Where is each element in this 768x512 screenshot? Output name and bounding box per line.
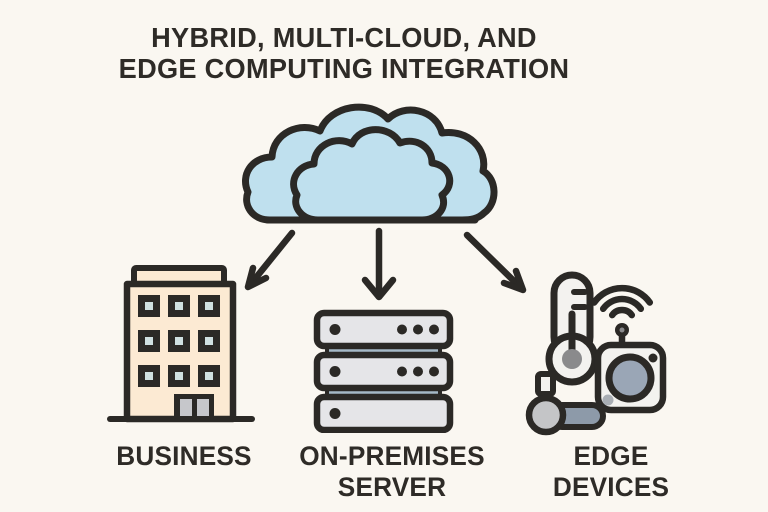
server-indicator-dots (329, 324, 439, 419)
title-line-1: HYBRID, MULTI-CLOUD, AND (151, 22, 537, 53)
cloud-front-shape (290, 126, 454, 224)
cloud-icon (242, 103, 498, 224)
server-unit-2 (313, 351, 454, 392)
building-door (174, 394, 214, 419)
wifi-signal-icon (590, 284, 654, 319)
camera-lens (605, 353, 655, 403)
knob-sensor-icon (525, 371, 606, 436)
camera-sensor-icon (594, 323, 667, 414)
title-line-2: EDGE COMPUTING INTEGRATION (118, 53, 570, 84)
label-on-premises-server: ON-PREMISES SERVER (299, 441, 485, 502)
arrow-cloud-to-edge (463, 231, 527, 294)
arrow-cloud-to-server (361, 227, 397, 301)
diagram-title: HYBRID, MULTI-CLOUD, AND EDGE COMPUTING … (34, 22, 655, 84)
server-unit-1 (313, 309, 454, 350)
office-building-icon (107, 265, 255, 423)
arrow-cloud-to-business (244, 229, 296, 291)
thermometer-icon (545, 271, 599, 386)
label-edge-devices: EDGE DEVICES (552, 441, 670, 502)
label-business: BUSINESS (116, 441, 252, 471)
edge-devices-icons (525, 271, 667, 436)
connection-arrows (244, 227, 527, 301)
server-unit-3 (313, 393, 454, 433)
building-windows (138, 295, 220, 387)
server-rack-icon (313, 309, 454, 433)
